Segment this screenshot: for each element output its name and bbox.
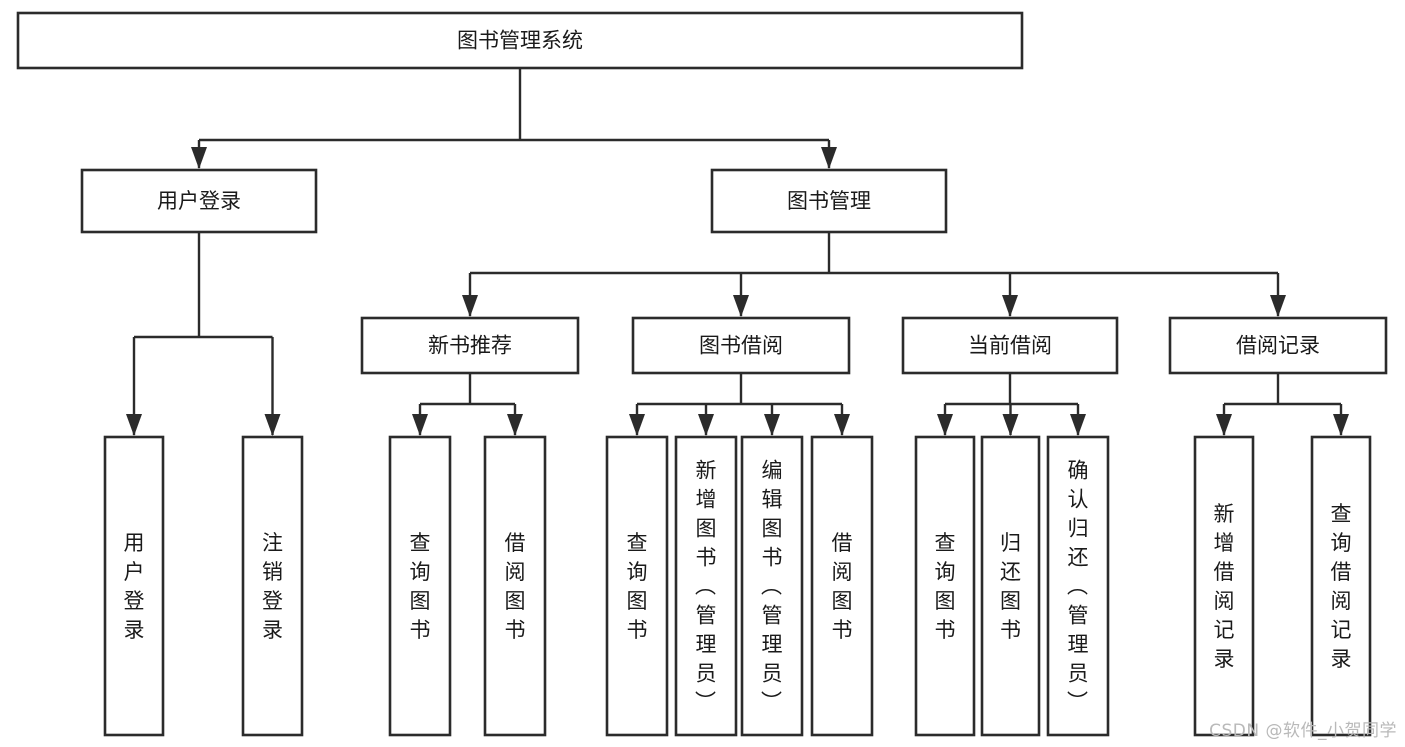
node-leaf[interactable]: 查询图书	[388, 435, 452, 737]
node-leaf[interactable]: 查询借阅记录	[1310, 435, 1372, 737]
node-box[interactable]	[810, 435, 874, 737]
node-label: 借阅记录	[1236, 334, 1320, 358]
node-label: 查询借阅记录	[1331, 502, 1352, 671]
node-box[interactable]	[16, 11, 1024, 70]
node-leaf[interactable]: 归还图书	[980, 435, 1041, 737]
arrow-head-icon	[698, 414, 714, 436]
node-level3[interactable]: 新书推荐	[360, 316, 580, 375]
node-label: 借阅图书	[832, 531, 853, 642]
arrow-head-icon	[412, 414, 428, 436]
arrow-head-icon	[1333, 414, 1349, 436]
node-leaf[interactable]: 借阅图书	[483, 435, 547, 737]
node-label: 查询图书	[410, 531, 431, 642]
arrow-head-icon	[937, 414, 953, 436]
node-level3[interactable]: 图书借阅	[631, 316, 851, 375]
node-leaf[interactable]: 用户登录	[103, 435, 165, 737]
node-box[interactable]	[1310, 435, 1372, 737]
node-level3[interactable]: 当前借阅	[901, 316, 1119, 375]
node-label: 编辑图书（管理员）	[761, 459, 783, 715]
node-box[interactable]	[605, 435, 669, 737]
node-box[interactable]	[241, 435, 304, 737]
node-label: 查询图书	[627, 531, 648, 642]
node-box[interactable]	[388, 435, 452, 737]
node-level2[interactable]: 图书管理	[710, 168, 948, 234]
node-label: 用户登录	[157, 189, 241, 213]
arrow-head-icon	[1002, 295, 1018, 317]
node-box[interactable]	[740, 435, 804, 737]
node-root[interactable]: 图书管理系统	[16, 11, 1024, 70]
arrow-head-icon	[126, 414, 142, 436]
node-label: 图书管理系统	[457, 29, 583, 53]
node-box[interactable]	[1046, 435, 1110, 737]
node-box[interactable]	[980, 435, 1041, 737]
connectors-layer	[126, 68, 1349, 436]
node-label: 当前借阅	[968, 334, 1052, 358]
node-leaf[interactable]: 查询图书	[605, 435, 669, 737]
node-leaf[interactable]: 注销登录	[241, 435, 304, 737]
arrow-head-icon	[1216, 414, 1232, 436]
arrow-head-icon	[1270, 295, 1286, 317]
node-label: 新书推荐	[428, 334, 512, 358]
arrow-head-icon	[264, 414, 281, 436]
node-box[interactable]	[360, 316, 580, 375]
node-leaf[interactable]: 新增图书（管理员）	[674, 435, 738, 737]
arrow-head-icon	[629, 414, 645, 436]
node-box[interactable]	[674, 435, 738, 737]
node-box[interactable]	[103, 435, 165, 737]
arrow-head-icon	[821, 147, 837, 169]
node-box[interactable]	[631, 316, 851, 375]
node-leaf[interactable]: 借阅图书	[810, 435, 874, 737]
node-label: 新增借阅记录	[1214, 502, 1235, 671]
arrow-head-icon	[1002, 414, 1019, 436]
node-box[interactable]	[914, 435, 976, 737]
arrow-head-icon	[764, 414, 780, 436]
nodes-layer: 图书管理系统用户登录图书管理新书推荐图书借阅当前借阅借阅记录用户登录注销登录查询…	[16, 11, 1388, 737]
node-box[interactable]	[1193, 435, 1255, 737]
node-label: 注销登录	[262, 531, 283, 642]
node-label: 借阅图书	[505, 531, 526, 642]
node-label: 确认归还（管理员）	[1067, 459, 1089, 715]
arrow-head-icon	[733, 295, 749, 317]
node-leaf[interactable]: 编辑图书（管理员）	[740, 435, 804, 737]
node-box[interactable]	[710, 168, 948, 234]
node-leaf[interactable]: 查询图书	[914, 435, 976, 737]
node-level3[interactable]: 借阅记录	[1168, 316, 1388, 375]
node-box[interactable]	[901, 316, 1119, 375]
arrow-head-icon	[1070, 414, 1086, 436]
node-label: 新增图书（管理员）	[695, 459, 717, 715]
node-box[interactable]	[1168, 316, 1388, 375]
node-leaf[interactable]: 新增借阅记录	[1193, 435, 1255, 737]
node-leaf[interactable]: 确认归还（管理员）	[1046, 435, 1110, 737]
arrow-head-icon	[191, 147, 207, 169]
node-label: 查询图书	[935, 531, 956, 642]
node-label: 归还图书	[1000, 531, 1021, 642]
arrow-head-icon	[507, 414, 523, 436]
node-label: 用户登录	[124, 531, 145, 642]
node-label: 图书管理	[787, 189, 871, 213]
arrow-head-icon	[834, 414, 850, 436]
node-label: 图书借阅	[699, 334, 783, 358]
node-level2[interactable]: 用户登录	[80, 168, 318, 234]
node-box[interactable]	[483, 435, 547, 737]
node-box[interactable]	[80, 168, 318, 234]
arrow-head-icon	[462, 295, 478, 317]
